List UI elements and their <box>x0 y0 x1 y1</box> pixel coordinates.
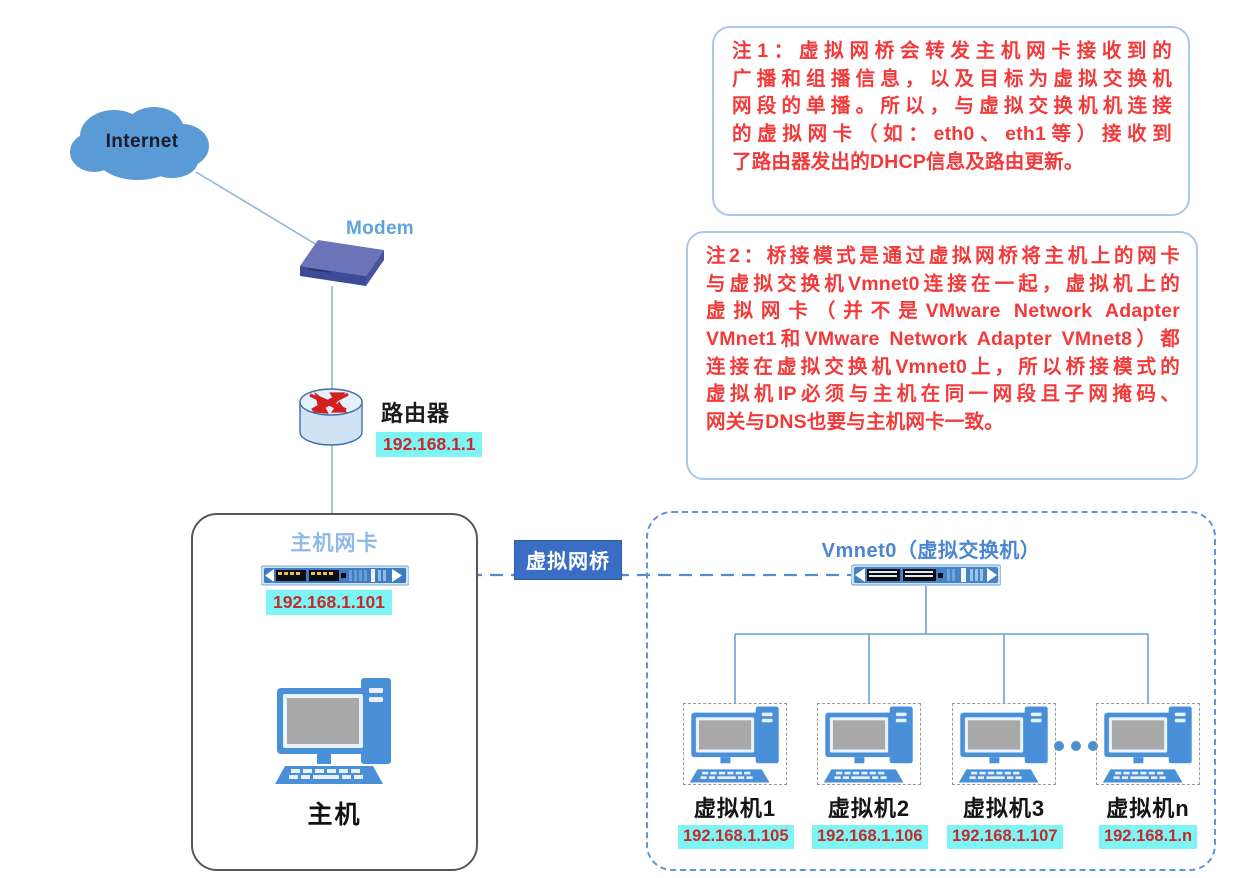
host-label: 主机 <box>307 801 362 829</box>
router-ip-badge: 192.168.1.1 <box>376 432 483 458</box>
network-switch-icon-vmnet0 <box>850 564 1002 586</box>
vm-dashed-frame <box>683 703 787 785</box>
ellipsis-icon <box>1054 738 1110 751</box>
note-line: 注1：虚拟网桥会转发主机网卡接收到的 <box>732 40 1172 62</box>
internet-label: Internet <box>105 131 179 152</box>
note-line: 网关与DNS也要与主机网卡一致。 <box>706 411 1004 434</box>
modem-label: Modem <box>346 218 414 239</box>
vm-name: 虚拟机3 <box>962 796 1046 821</box>
host-ip-value: 192.168.1.101 <box>266 590 392 616</box>
vm-name: 虚拟机1 <box>693 796 777 821</box>
virtual-bridge-badge: 虚拟网桥 <box>514 540 622 580</box>
vmnet0-container <box>646 511 1216 871</box>
note-line: 与虚拟交换机Vmnet0连接在一起，虚拟机上的 <box>706 272 1180 295</box>
vm-ip-badge: 192.168.1.n <box>1091 825 1205 849</box>
note-line: 连接在虚拟交换机Vmnet0上，所以桥接模式的 <box>706 355 1180 378</box>
note-line: VMnet1和VMware Network Adapter VMnet8）都 <box>706 328 1180 351</box>
note-2: 注2：桥接模式是通过虚拟网桥将主机上的网卡与虚拟交换机Vmnet0连接在一起，虚… <box>686 231 1198 480</box>
network-switch-icon-host <box>260 565 410 586</box>
vm-name: 虚拟机2 <box>827 796 911 821</box>
vm-dashed-frame <box>1096 703 1200 785</box>
note-line: 的虚拟网卡（如：eth0、eth1等）接收到 <box>732 123 1172 146</box>
vm-ip-value: 192.168.1.107 <box>947 825 1063 849</box>
vm-node-2: 虚拟机2 192.168.1.106 <box>812 703 928 849</box>
vm-ip-badge: 192.168.1.106 <box>812 825 928 849</box>
note-line: 广播和组播信息，以及目标为虚拟交换机 <box>732 67 1172 90</box>
note-line: 网段的单播。所以，与虚拟交换机机连接 <box>732 95 1172 118</box>
router-icon <box>298 386 364 448</box>
router-label: 路由器 <box>381 401 451 426</box>
vm-dashed-frame <box>817 703 921 785</box>
vm-ip-badge: 192.168.1.107 <box>947 825 1063 849</box>
note-line: 虚拟网卡（并不是VMware Network Adapter <box>706 300 1180 323</box>
note-line: 虚拟机IP必须与主机在同一网段且子网掩码、 <box>706 383 1180 406</box>
host-ip-badge: 192.168.1.101 <box>266 590 392 616</box>
vm-node-3: 虚拟机3 192.168.1.107 <box>947 703 1063 849</box>
vm-ip-value: 192.168.1.n <box>1098 825 1198 849</box>
vm-name: 虚拟机n <box>1106 796 1190 821</box>
vm-ip-value: 192.168.1.106 <box>812 825 928 849</box>
vm-ip-badge: 192.168.1.105 <box>678 825 794 849</box>
vm-node-1: 虚拟机1 192.168.1.105 <box>678 703 794 849</box>
cloud-icon <box>68 106 216 184</box>
note-line: 注2：桥接模式是通过虚拟网桥将主机上的网卡 <box>706 245 1180 267</box>
vm-node-n: 虚拟机n 192.168.1.n <box>1091 703 1205 849</box>
modem-icon <box>296 236 388 288</box>
vm-ip-value: 192.168.1.105 <box>678 825 794 849</box>
desktop-computer-icon-host <box>269 666 399 786</box>
vmnet0-title: Vmnet0（虚拟交换机） <box>821 540 1041 562</box>
note-line: 了路由器发出的DHCP信息及路由更新。 <box>732 150 1084 173</box>
host-nic-label: 主机网卡 <box>290 532 379 555</box>
note-1: 注1：虚拟网桥会转发主机网卡接收到的广播和组播信息，以及目标为虚拟交换机网段的单… <box>712 26 1190 216</box>
router-ip-value: 192.168.1.1 <box>376 432 483 458</box>
vm-dashed-frame <box>952 703 1056 785</box>
